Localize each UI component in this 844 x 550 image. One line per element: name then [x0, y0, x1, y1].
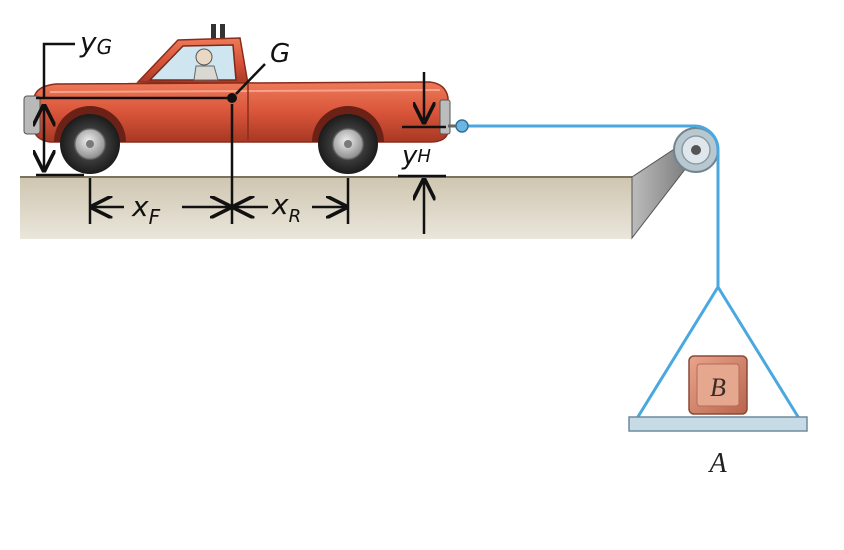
driver-body — [193, 65, 219, 81]
center-of-gravity-point — [227, 93, 237, 103]
truck-stack-right — [220, 24, 225, 40]
block-label: B — [710, 373, 726, 402]
pulley-axle — [691, 145, 701, 155]
truck-front-bumper — [23, 95, 41, 135]
xf-label: xF — [131, 190, 161, 229]
yg-label: yG — [79, 26, 112, 59]
xr-label: xR — [271, 188, 301, 227]
platform-label: A — [707, 448, 727, 479]
truck-highlight — [49, 89, 441, 93]
driver-head — [195, 48, 213, 66]
block-face — [696, 363, 740, 407]
sling-right — [716, 286, 802, 421]
rear-hub-center — [344, 140, 352, 148]
yh-label: yH — [401, 141, 431, 171]
rope-wrap — [695, 124, 720, 151]
yg-label-leader — [42, 42, 75, 98]
front-hub-center — [86, 140, 94, 148]
platform — [628, 416, 808, 432]
truck-rear-bumper — [439, 99, 451, 135]
hitch-ball — [455, 119, 469, 133]
g-leader — [235, 63, 266, 95]
g-label: G — [270, 39, 290, 69]
truck-stack-left — [211, 24, 216, 40]
sling-left — [634, 286, 720, 421]
